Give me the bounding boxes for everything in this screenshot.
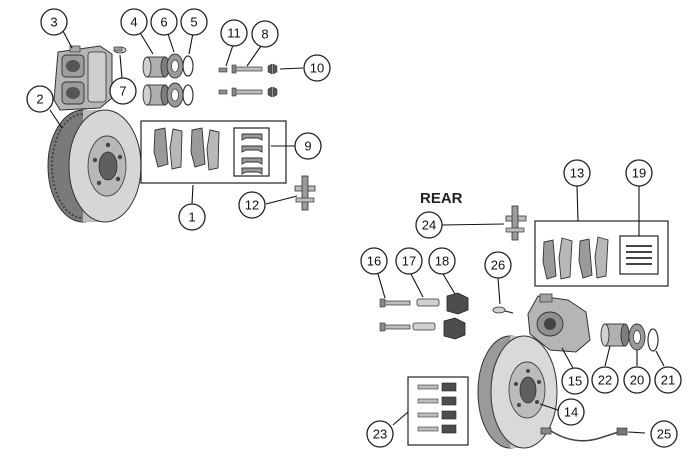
rear-hardware-kit bbox=[417, 382, 457, 434]
callout-8: 8 bbox=[251, 20, 279, 48]
rear-piston bbox=[600, 323, 630, 347]
svg-text:7: 7 bbox=[119, 84, 126, 99]
callout-18: 18 bbox=[428, 247, 456, 275]
callout-23: 23 bbox=[366, 420, 394, 448]
svg-text:20: 20 bbox=[630, 373, 644, 388]
callout-1: 1 bbox=[178, 203, 206, 231]
front-pistons bbox=[142, 56, 170, 106]
front-brake-pads bbox=[153, 127, 220, 171]
svg-text:17: 17 bbox=[402, 254, 416, 269]
svg-text:21: 21 bbox=[661, 373, 675, 388]
callout-13: 13 bbox=[563, 159, 591, 187]
callout-5: 5 bbox=[180, 8, 208, 36]
callout-6: 6 bbox=[150, 8, 178, 36]
svg-text:18: 18 bbox=[435, 254, 449, 269]
front-small-bolts bbox=[218, 67, 228, 95]
rear-section-label: REAR bbox=[420, 190, 463, 207]
rear-clip-kit-box bbox=[619, 235, 659, 275]
front-guide-pins bbox=[231, 64, 263, 97]
callout-3: 3 bbox=[40, 8, 68, 36]
callout-4: 4 bbox=[120, 8, 148, 36]
callout-17: 17 bbox=[395, 247, 423, 275]
front-piston-seals bbox=[182, 55, 194, 106]
rear-brake-pads bbox=[542, 236, 609, 280]
rear-guide-sleeves bbox=[412, 298, 440, 331]
callout-11: 11 bbox=[220, 19, 248, 47]
rear-leader-lines bbox=[377, 185, 665, 434]
callout-16: 16 bbox=[360, 247, 388, 275]
rear-rotor bbox=[477, 335, 558, 449]
svg-text:3: 3 bbox=[50, 15, 57, 30]
front-caliper bbox=[53, 45, 113, 111]
callout-19: 19 bbox=[625, 159, 653, 187]
rear-dust-boot bbox=[628, 323, 646, 351]
svg-text:10: 10 bbox=[310, 61, 324, 76]
callout-7: 7 bbox=[109, 77, 137, 105]
front-pin-boots bbox=[267, 63, 278, 98]
svg-text:25: 25 bbox=[657, 427, 671, 442]
rear-guide-bolts bbox=[379, 298, 411, 332]
svg-text:14: 14 bbox=[564, 405, 578, 420]
svg-text:15: 15 bbox=[568, 374, 582, 389]
svg-text:16: 16 bbox=[367, 254, 381, 269]
front-rotor bbox=[47, 109, 142, 223]
callout-20: 20 bbox=[623, 366, 651, 394]
rear-pad-clips bbox=[626, 245, 652, 265]
svg-text:24: 24 bbox=[422, 218, 436, 233]
front-dust-boots bbox=[166, 53, 184, 108]
callout-26: 26 bbox=[484, 251, 512, 279]
wear-sensor bbox=[540, 427, 628, 442]
rear-hardware-clip bbox=[505, 205, 527, 241]
svg-text:5: 5 bbox=[190, 15, 197, 30]
svg-text:26: 26 bbox=[491, 258, 505, 273]
callout-15: 15 bbox=[561, 367, 589, 395]
svg-text:6: 6 bbox=[160, 15, 167, 30]
rear-piston-seal bbox=[647, 328, 659, 352]
svg-text:13: 13 bbox=[570, 166, 584, 181]
front-hardware-clip bbox=[294, 175, 316, 211]
svg-text:19: 19 bbox=[632, 166, 646, 181]
bleeder-screw bbox=[113, 46, 127, 54]
rear-caliper bbox=[527, 293, 591, 353]
svg-text:11: 11 bbox=[227, 26, 241, 41]
callout-12: 12 bbox=[238, 191, 266, 219]
rear-pin-boots bbox=[443, 292, 469, 340]
rear-bleeder-screw bbox=[492, 306, 514, 314]
callout-9: 9 bbox=[294, 132, 322, 160]
svg-text:1: 1 bbox=[188, 210, 195, 225]
callout-10: 10 bbox=[303, 54, 331, 82]
callout-25: 25 bbox=[650, 420, 678, 448]
callout-22: 22 bbox=[591, 366, 619, 394]
callout-14: 14 bbox=[557, 398, 585, 426]
svg-text:4: 4 bbox=[130, 15, 137, 30]
svg-text:22: 22 bbox=[598, 373, 612, 388]
svg-text:2: 2 bbox=[36, 92, 43, 107]
callout-24: 24 bbox=[415, 211, 443, 239]
front-pad-clips bbox=[241, 133, 263, 175]
svg-text:12: 12 bbox=[245, 198, 259, 213]
callout-21: 21 bbox=[654, 366, 682, 394]
svg-text:9: 9 bbox=[304, 139, 311, 154]
svg-text:8: 8 bbox=[261, 27, 268, 42]
svg-text:23: 23 bbox=[373, 427, 387, 442]
callout-2: 2 bbox=[26, 85, 54, 113]
